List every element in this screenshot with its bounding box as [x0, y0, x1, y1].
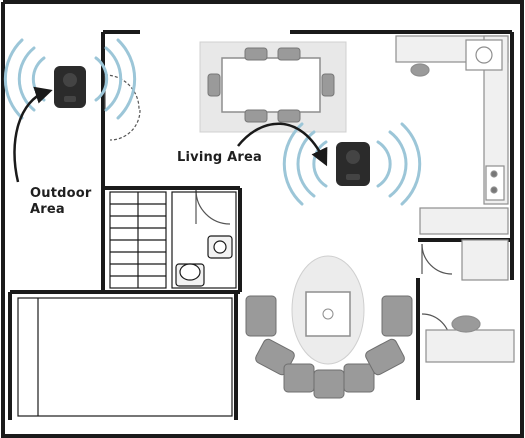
kitchen-counters — [395, 35, 509, 281]
living-set — [245, 255, 413, 399]
interior-walls — [8, 30, 514, 420]
speaker-icon — [336, 142, 370, 186]
deck — [17, 297, 233, 417]
curved-arrow-icon — [237, 122, 328, 167]
signal-waves-icon — [3, 38, 137, 120]
outdoor-area-label: Outdoor Area — [30, 186, 92, 218]
living-area-label: Living Area — [177, 150, 263, 165]
curved-arrow-icon — [13, 86, 53, 183]
bathroom — [171, 191, 237, 289]
outdoor-area-label-line1: Outdoor — [30, 186, 92, 201]
signal-waves-icon — [282, 122, 422, 206]
staircase — [109, 191, 167, 289]
door-swings — [104, 74, 453, 343]
table-nook — [425, 315, 515, 363]
outdoor-area-label-line2: Area — [30, 202, 65, 217]
speaker-icon — [54, 66, 86, 108]
dining-set — [199, 41, 347, 133]
